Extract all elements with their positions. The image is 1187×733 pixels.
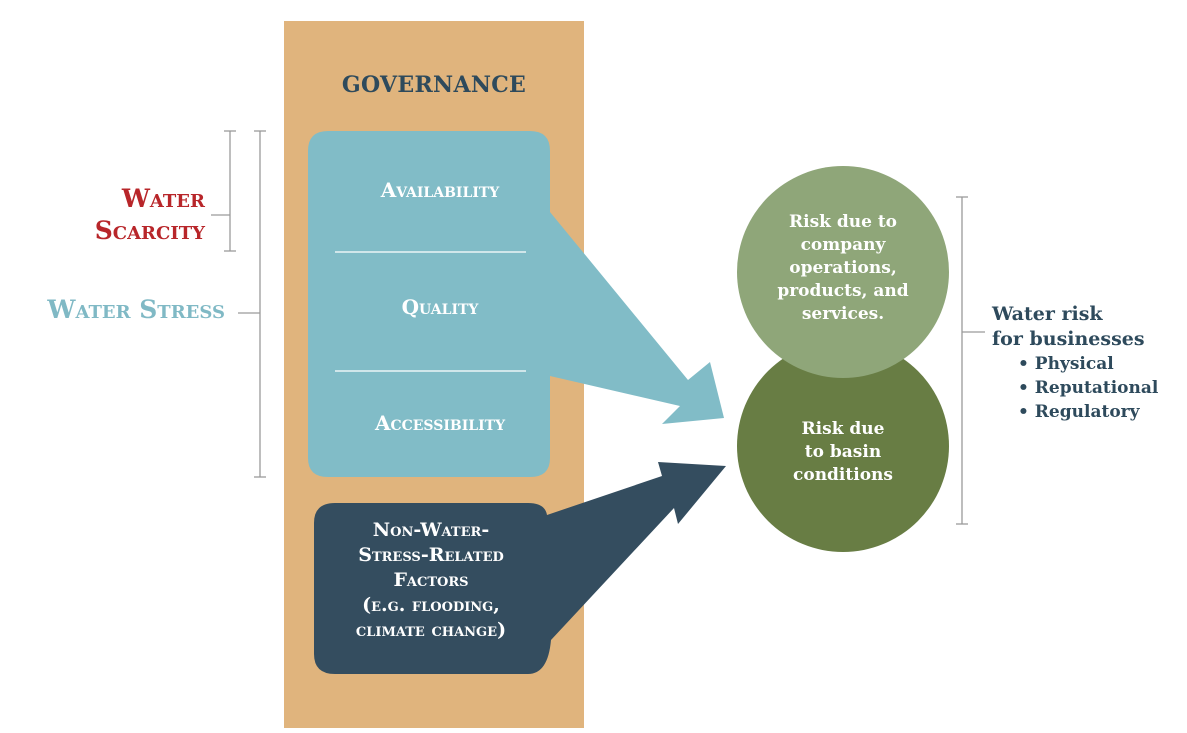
non-water-box-arrow: [314, 462, 726, 674]
accessibility-label: Accessibility: [374, 411, 506, 435]
quality-label: Quality: [401, 295, 479, 319]
scarcity-bracket: [211, 130, 236, 252]
non-water-factors-label: Non-Water- Stress-Related Factors (e.g. …: [318, 518, 544, 643]
company-risk-label: Risk due to company operations, products…: [753, 211, 933, 326]
basin-risk-line: to basin: [804, 442, 882, 462]
basin-risk-line: conditions: [793, 465, 893, 485]
water-scarcity-line2: Scarcity: [94, 216, 205, 245]
water-stress-box-arrow: [308, 131, 724, 477]
risk-item-physical: Physical: [1018, 352, 1158, 376]
non-water-line: climate change): [355, 619, 507, 641]
availability-label: Availability: [380, 178, 500, 202]
stress-bracket: [238, 130, 266, 478]
governance-title: GOVERNANCE: [341, 72, 527, 98]
water-stress-label: Water Stress: [47, 295, 225, 324]
non-water-line: Stress-Related: [358, 544, 504, 566]
water-risk-title: Water risk for businesses: [992, 302, 1145, 352]
company-risk-line: services.: [801, 304, 885, 324]
water-risk-title-line2: for businesses: [992, 328, 1145, 350]
company-risk-circle: [737, 166, 949, 378]
basin-risk-label: Risk due to basin conditions: [753, 418, 933, 487]
water-scarcity-label: Water Scarcity: [40, 183, 205, 247]
company-risk-line: products, and: [777, 281, 909, 301]
water-scarcity-line1: Water: [121, 184, 205, 213]
company-risk-line: company: [800, 235, 886, 255]
water-risk-list: Physical Reputational Regulatory: [1018, 352, 1159, 424]
risk-item-reputational: Reputational: [1018, 376, 1159, 400]
non-water-line: (e.g. flooding,: [362, 594, 500, 616]
non-water-line: Factors: [393, 569, 469, 591]
company-risk-line: Risk due to: [788, 212, 898, 232]
basin-risk-line: Risk due: [801, 419, 885, 439]
basin-risk-circle: [737, 340, 949, 552]
non-water-line: Non-Water-: [372, 519, 490, 541]
company-risk-line: operations,: [789, 258, 897, 278]
risk-item-regulatory: Regulatory: [1018, 400, 1158, 424]
water-risk-title-line1: Water risk: [992, 303, 1103, 325]
risk-bracket: [956, 196, 985, 525]
